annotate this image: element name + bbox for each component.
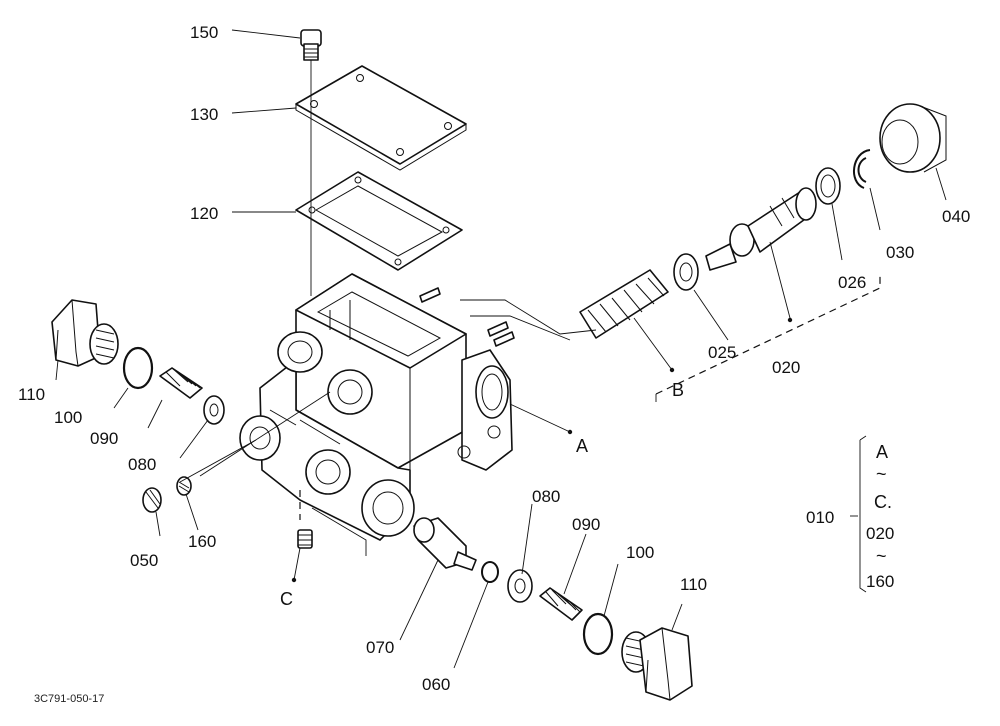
label-080-bottom: 080 — [532, 487, 560, 506]
label-080-left: 080 — [128, 455, 156, 474]
part-020-delivery-valve — [705, 187, 817, 271]
marker-dot-020 — [787, 317, 793, 323]
part-c-small-plug — [297, 529, 313, 549]
label-130: 130 — [190, 105, 218, 124]
label-030: 030 — [886, 243, 914, 262]
legend-id: 010 — [806, 508, 834, 527]
part-026-seal — [815, 167, 841, 205]
part-130-cover-plate — [295, 65, 467, 171]
part-025-ring — [673, 253, 699, 291]
label-110-bottom: 110 — [680, 575, 707, 594]
part-100-left-o-ring — [122, 346, 154, 390]
label-070: 070 — [366, 638, 394, 657]
marker-dot-a — [567, 429, 573, 435]
label-a: A — [576, 436, 588, 456]
marker-dot-c — [291, 577, 297, 583]
label-100-left: 100 — [54, 408, 82, 427]
part-090-left-spring — [159, 367, 203, 399]
legend-tilde-1: ~ — [876, 464, 887, 484]
label-090-bottom: 090 — [572, 515, 600, 534]
legend-range-mid: C. — [874, 492, 892, 512]
part-120-gasket — [295, 171, 463, 271]
legend-range-mid-2: 020 — [866, 524, 894, 543]
part-080-bottom-washer — [507, 569, 533, 603]
label-026: 026 — [838, 273, 866, 292]
label-b: B — [672, 380, 684, 400]
pump-housing-body — [239, 273, 515, 541]
part-b-spring — [579, 269, 669, 339]
part-090-bottom-spring — [539, 587, 583, 621]
part-100-bottom-o-ring — [582, 612, 614, 656]
leader-lines — [55, 29, 947, 669]
label-050: 050 — [130, 551, 158, 570]
assembly-legend-010: 010 A ~ C. 020 ~ 160 — [806, 442, 894, 591]
part-080-left-washer — [203, 395, 225, 425]
label-150: 150 — [190, 23, 218, 42]
label-110-left: 110 — [18, 385, 45, 404]
label-160: 160 — [188, 532, 216, 551]
label-060: 060 — [422, 675, 450, 694]
label-090-left: 090 — [90, 429, 118, 448]
legend-range-start: A — [876, 442, 888, 462]
part-110-left-plug — [51, 299, 119, 367]
part-050-set-screw — [142, 487, 162, 513]
part-040-nut — [879, 103, 947, 173]
part-110-bottom-plug — [621, 627, 693, 701]
marker-dot-b — [669, 367, 675, 373]
legend-tilde-2: ~ — [876, 546, 887, 566]
part-150-bolt — [300, 29, 322, 61]
label-120: 120 — [190, 204, 218, 223]
label-025: 025 — [708, 343, 736, 362]
label-040: 040 — [942, 207, 970, 226]
part-070-valve-pin — [413, 517, 477, 571]
label-020: 020 — [772, 358, 800, 377]
label-c: C — [280, 589, 293, 609]
label-100-bottom: 100 — [626, 543, 654, 562]
part-030-snap-ring — [852, 149, 871, 189]
legend-range-end: 160 — [866, 572, 894, 591]
part-060-o-ring — [481, 561, 499, 583]
drawing-reference-number: 3C791-050-17 — [34, 693, 104, 705]
